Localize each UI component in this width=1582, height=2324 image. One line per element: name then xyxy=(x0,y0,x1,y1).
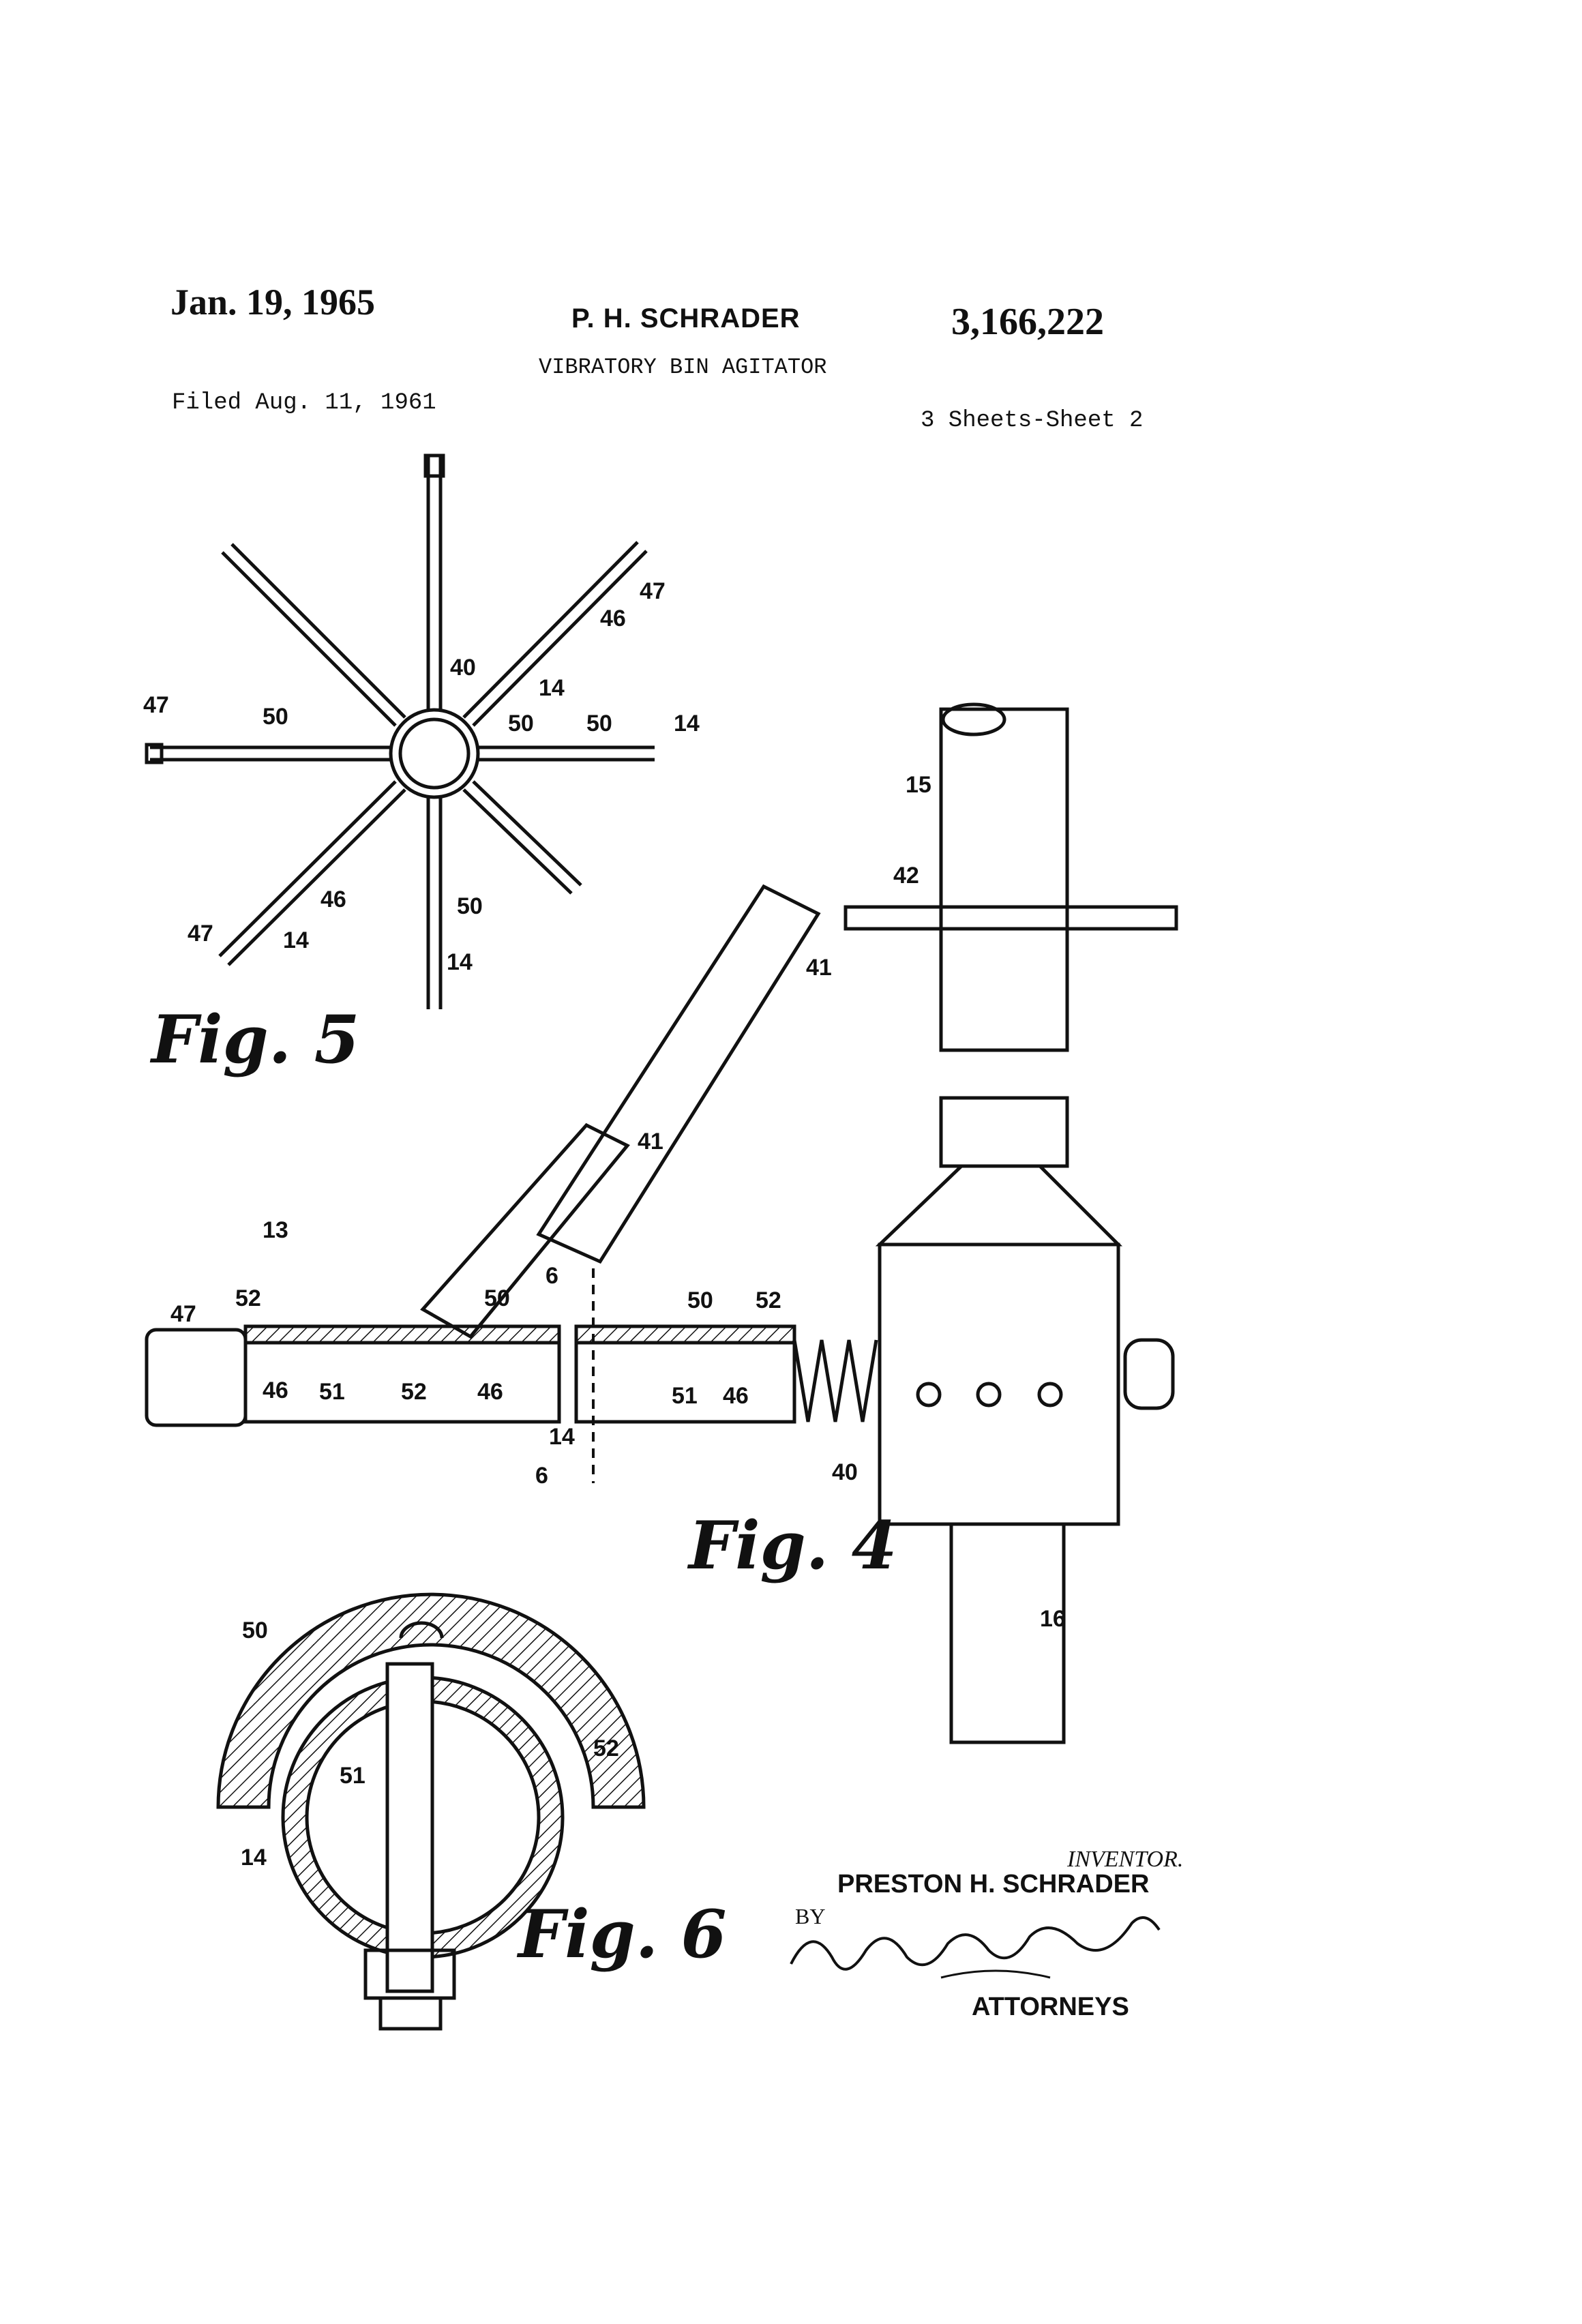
fig4-ref-label: 50 xyxy=(484,1285,510,1311)
fig4-ref-label: 42 xyxy=(893,863,919,889)
fig5-arm-lower-right xyxy=(464,781,581,893)
fig4-ref-label: 52 xyxy=(401,1379,427,1405)
inventor-name: PRESTON H. SCHRADER xyxy=(837,1870,1149,1899)
attorneys-label: ATTORNEYS xyxy=(972,1993,1129,2022)
fig4-housing-40 xyxy=(880,1245,1118,1524)
fig4-housing-cone xyxy=(880,1166,1118,1245)
fig6-ref-label: 50 xyxy=(242,1618,268,1643)
fig4-caption: Fig. 4 xyxy=(689,1507,897,1584)
fig4-ref-label: 14 xyxy=(549,1424,575,1450)
fig5-ref-label: 47 xyxy=(143,692,169,718)
fig5-ref-label: 14 xyxy=(447,949,473,975)
fig5-arm-down xyxy=(428,798,441,1009)
fig6-ref-label: 14 xyxy=(241,1845,267,1871)
fig5-ref-label: 46 xyxy=(600,606,626,631)
fig4-reference-labels: 15 42 41 41 13 6 47 52 50 50 52 46 51 52… xyxy=(170,772,1066,1632)
fig6-ref-label: 52 xyxy=(593,1735,619,1761)
fig5-ref-label: 14 xyxy=(539,675,565,701)
fig4-bracket-42 xyxy=(846,907,1176,929)
fig6-ref-label: 51 xyxy=(340,1763,365,1789)
fig4-drawing xyxy=(147,704,1176,1742)
fig4-ref-label: 16 xyxy=(1040,1606,1066,1632)
fig5-drawing xyxy=(147,456,655,1009)
fig5-arm-right xyxy=(479,747,655,760)
fig4-ref-label: 47 xyxy=(170,1301,196,1327)
fig6-bolt-51 xyxy=(387,1664,432,1991)
fig5-ref-label: 47 xyxy=(188,921,213,947)
fig5-ref-label: 46 xyxy=(320,887,346,912)
fig5-hub xyxy=(391,710,478,797)
fig5-ref-label: 47 xyxy=(640,578,666,604)
fig4-ref-label: 41 xyxy=(806,955,832,981)
fig4-ref-label: 50 xyxy=(687,1287,713,1313)
attorney-signature xyxy=(784,1916,1166,1991)
fig4-spring xyxy=(794,1340,876,1422)
fig4-ref-label: 51 xyxy=(672,1383,698,1409)
fig4-ref-label: 6 xyxy=(546,1263,558,1289)
fig4-ref-label: 40 xyxy=(832,1459,858,1485)
fig4-post-16 xyxy=(951,1524,1064,1742)
fig5-arm-lower-left xyxy=(220,781,405,965)
fig4-ref-label: 46 xyxy=(723,1383,749,1409)
fig4-arm-41-lower xyxy=(423,1125,627,1337)
fig5-reference-labels: 47 46 40 14 47 50 50 50 14 46 50 47 14 1… xyxy=(143,578,700,975)
fig4-ref-label: 51 xyxy=(319,1379,345,1405)
fig5-caption: Fig. 5 xyxy=(151,1001,359,1078)
fig4-arm-41-upper xyxy=(539,887,818,1262)
fig4-ref-label: 41 xyxy=(638,1129,663,1154)
fig4-ref-label: 52 xyxy=(235,1285,261,1311)
inventor-label: INVENTOR. xyxy=(1067,1847,1183,1873)
fig5-arm-upper-left xyxy=(222,544,405,726)
fig5-arm-left xyxy=(147,745,390,762)
fig4-ref-label: 46 xyxy=(477,1379,503,1405)
fig4-ref-label: 6 xyxy=(535,1463,548,1489)
fig5-ref-label: 50 xyxy=(586,711,612,736)
fig4-ref-label: 15 xyxy=(906,772,931,798)
fig5-ref-label: 14 xyxy=(283,927,309,953)
fig5-ref-label: 50 xyxy=(263,704,288,730)
fig5-ref-label: 50 xyxy=(457,893,483,919)
fig4-post-15 xyxy=(941,709,1067,1050)
fig5-ref-label: 40 xyxy=(450,655,476,681)
fig4-ref-label: 46 xyxy=(263,1377,288,1403)
fig4-ref-label: 52 xyxy=(756,1287,781,1313)
fig4-end-cap-47 xyxy=(147,1330,245,1425)
fig5-ref-label: 50 xyxy=(508,711,534,736)
fig5-arm-up xyxy=(426,456,443,709)
fig5-ref-label: 14 xyxy=(674,711,700,736)
fig6-caption: Fig. 6 xyxy=(518,1896,726,1973)
fig4-ref-label: 13 xyxy=(263,1217,288,1243)
